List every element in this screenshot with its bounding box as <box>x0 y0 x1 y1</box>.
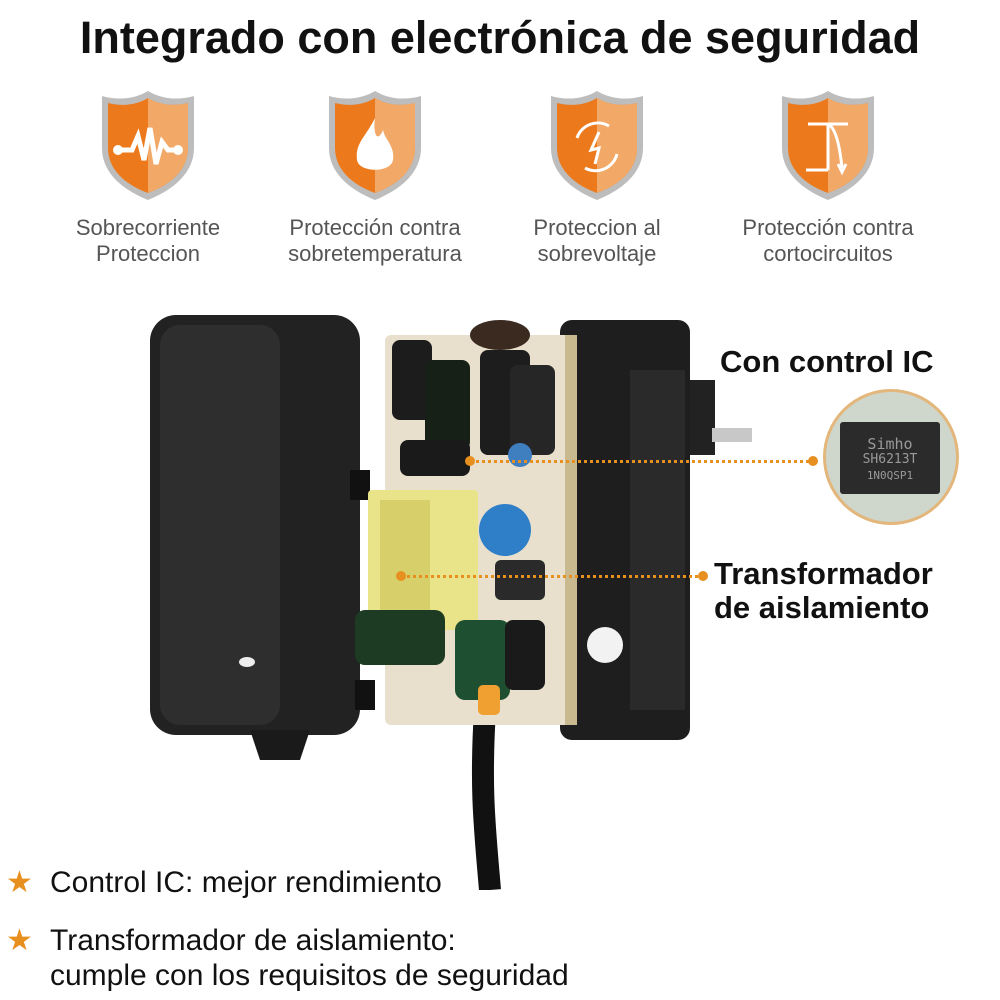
chip-brand: Simho <box>867 435 913 453</box>
feature-label-line1: Protección contra <box>742 215 914 240</box>
feature-label-line1: Proteccion al <box>533 215 661 240</box>
transformer-label-line2: de aislamiento <box>714 590 930 625</box>
chip-code: 1N0QSP1 <box>866 469 914 482</box>
transformer-callout-line <box>400 575 705 578</box>
ic-chip-magnifier: Simho SH6213T 1N0QSP1 <box>823 389 959 525</box>
bullet-transformer: ★ Transformador de aislamiento: cumple co… <box>6 923 569 993</box>
transformer-callout-dot <box>396 571 406 581</box>
page-title: Integrado con electrónica de seguridad <box>79 12 921 63</box>
bullet-text: Control IC: mejor rendimiento <box>50 866 442 899</box>
star-icon: ★ <box>6 866 33 899</box>
bullet-text-line2: cumple con los requisitos de seguridad <box>50 959 569 992</box>
bullet-text: Transformador de aislamiento: <box>50 924 456 957</box>
ic-callout-dot <box>465 456 475 466</box>
feature-label-line1: Protección contra <box>289 215 461 240</box>
feature-label-line2: sobretemperatura <box>288 241 462 266</box>
transformer-callout-label: Transformador de aislamiento <box>714 557 933 625</box>
short-circuit-shield-icon <box>782 91 874 200</box>
feature-label-line2: cortocircuitos <box>763 241 893 266</box>
bullet-ic: ★ Control IC: mejor rendimiento <box>6 865 442 900</box>
ic-callout-line <box>470 460 815 463</box>
star-icon: ★ <box>6 924 33 957</box>
feature-label-line1: Sobrecorriente <box>75 215 221 240</box>
feature-label-line2: sobrevoltaje <box>537 241 657 266</box>
power-adapter-image <box>150 315 752 890</box>
flame-shield-icon <box>329 91 421 200</box>
ic-callout-end-dot <box>808 456 818 466</box>
pulse-shield-icon <box>102 91 194 200</box>
voltage-cycle-shield-icon <box>551 91 643 200</box>
transformer-callout-end-dot <box>698 571 708 581</box>
ic-callout-label: Con control IC <box>720 344 934 379</box>
feature-label-line2: Proteccion <box>96 241 200 266</box>
chip-model: SH6213T <box>862 452 918 467</box>
transformer-label-line1: Transformador <box>714 556 933 591</box>
